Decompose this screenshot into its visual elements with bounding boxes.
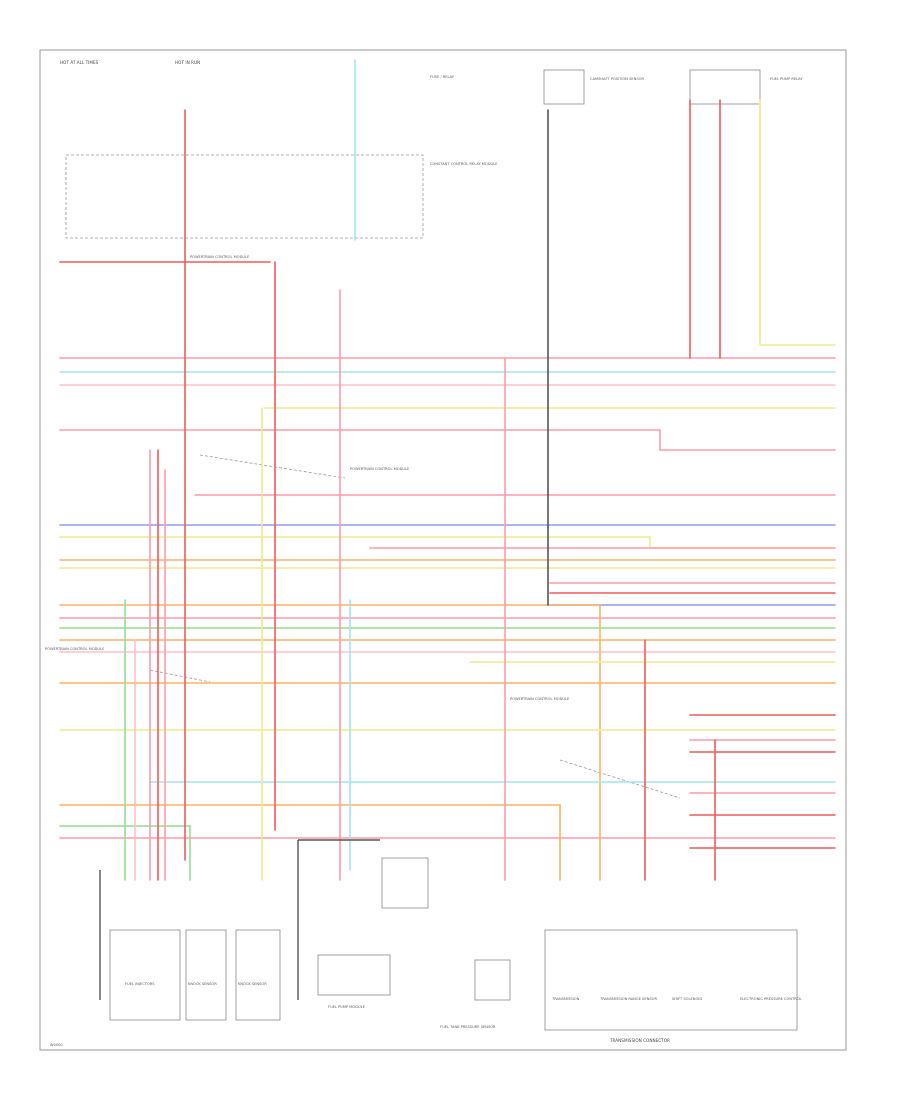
wire-orange-5 — [59, 804, 561, 881]
label-hot-at-all-times: HOT AT ALL TIMES — [60, 60, 99, 65]
pointer-line-2 — [149, 669, 211, 683]
camshaft-sensor-box — [543, 69, 585, 105]
label-pcm-side: POWERTRAIN CONTROL MODULE — [45, 647, 105, 651]
pointer-line-1 — [199, 454, 346, 479]
component-fuel-pump-module — [317, 954, 391, 996]
label-component-4: FUEL PUMP MODULE — [328, 1005, 366, 1009]
component-knock-sensor-2 — [235, 929, 281, 1021]
label-pcm-left: POWERTRAIN CONTROL MODULE — [190, 255, 250, 259]
label-camshaft-sensor: CAMSHAFT POSITION SENSOR — [590, 77, 644, 81]
fuel-pump-relay-box — [689, 69, 761, 105]
label-fuse-relay: FUSE / RELAY — [430, 75, 455, 79]
label-hot-in-run: HOT IN RUN — [175, 60, 200, 65]
label-component-9: ELECTRONIC PRESSURE CONTROL — [740, 997, 802, 1001]
wire-green-2 — [59, 825, 191, 881]
label-pcm-mid: POWERTRAIN CONTROL MODULE — [350, 467, 410, 471]
label-transmission-connector: TRANSMISSION CONNECTOR — [609, 1038, 670, 1043]
label-component-5: FUEL TANK PRESSURE SENSOR — [440, 1025, 496, 1029]
transmission-connector-frame — [544, 929, 798, 1031]
component-knock-sensor-1 — [185, 929, 227, 1021]
diagram-frame — [39, 49, 847, 1051]
component-relay-block — [381, 857, 429, 909]
wire-orange-2 — [59, 604, 601, 881]
label-component-7: TRANSMISSION RANGE SENSOR — [599, 997, 657, 1001]
label-component-6: TRANSMISSION — [551, 997, 580, 1001]
label-fuel-pump-relay: FUEL PUMP RELAY — [770, 77, 803, 81]
label-component-1: FUEL INJECTORS — [125, 982, 155, 986]
label-component-3: KNOCK SENSOR — [238, 982, 267, 986]
wire-group — [59, 59, 836, 1000]
wire-yellow-vertical-2 — [759, 99, 836, 346]
label-relay-module: CONSTANT CONTROL RELAY MODULE — [430, 162, 498, 166]
pointer-line-3 — [559, 759, 681, 799]
label-component-8: SHIFT SOLENOID — [672, 997, 702, 1001]
label-component-2: KNOCK SENSOR — [188, 982, 217, 986]
label-pcm-right: POWERTRAIN CONTROL MODULE — [510, 697, 570, 701]
wire-pink-2 — [59, 429, 836, 451]
component-fuel-tank-sensor — [474, 959, 511, 1001]
component-fuel-injectors — [109, 929, 181, 1021]
figure-id: W0000 — [50, 1043, 63, 1047]
